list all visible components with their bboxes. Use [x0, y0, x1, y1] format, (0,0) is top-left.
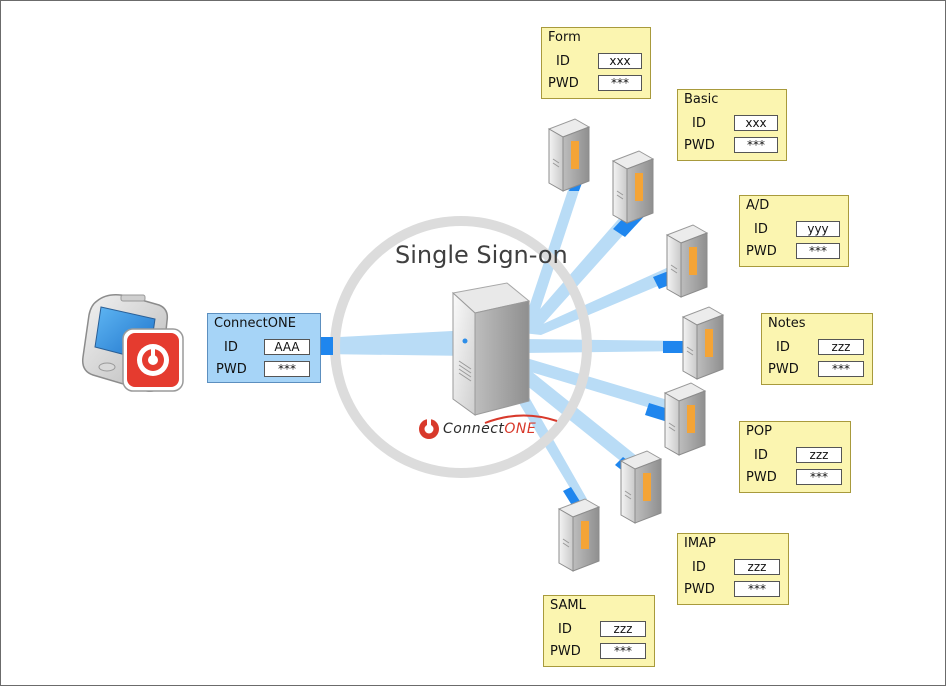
id-label: ID: [556, 54, 570, 69]
pwd-label: PWD: [216, 362, 247, 377]
pwd-label: PWD: [684, 138, 715, 153]
link-end-client-right: [319, 337, 333, 355]
hub-label: Single Sign-on: [395, 241, 568, 269]
server-saml-icon: [557, 498, 601, 572]
brand-accent: ONE: [504, 421, 537, 437]
credential-card-basic: Basic ID xxx PWD ***: [677, 89, 787, 161]
connectone-logo-icon: [419, 414, 558, 439]
server-form-icon: [547, 118, 591, 192]
pwd-value: ***: [796, 243, 840, 259]
id-label: ID: [558, 622, 572, 637]
server-notes-icon: [681, 306, 725, 380]
server-basic-icon: [611, 150, 655, 224]
hub-brand-text: ConnectONE: [443, 421, 536, 437]
client-credential-card: ConnectONE ID AAA PWD ***: [207, 313, 321, 383]
pwd-label: PWD: [684, 582, 715, 597]
sso-ring: [330, 216, 592, 478]
credential-card-pop: POP ID zzz PWD ***: [739, 421, 851, 493]
server-ad-icon: [665, 224, 709, 298]
pwd-value: ***: [598, 75, 642, 91]
id-value: zzz: [600, 621, 646, 637]
id-value: yyy: [796, 221, 840, 237]
id-value: xxx: [734, 115, 778, 131]
credential-card-title: A/D: [746, 198, 770, 213]
link-hub-imap: [511, 363, 643, 471]
link-hub-notes: [523, 339, 689, 353]
credential-card-title: Form: [548, 30, 581, 45]
id-value: xxx: [598, 53, 642, 69]
credential-card-form: Form ID xxx PWD ***: [541, 27, 651, 99]
pwd-label: PWD: [550, 644, 581, 659]
link-end-notes: [663, 341, 689, 353]
id-value: zzz: [818, 339, 864, 355]
pwd-value: ***: [600, 643, 646, 659]
credential-card-title: SAML: [550, 598, 586, 613]
hub-server: [451, 282, 531, 416]
id-value: zzz: [796, 447, 842, 463]
pwd-value: ***: [818, 361, 864, 377]
id-value: zzz: [734, 559, 780, 575]
credential-card-imap: IMAP ID zzz PWD ***: [677, 533, 789, 605]
link-hub-pop: [521, 357, 671, 413]
server-imap-icon: [619, 450, 663, 524]
brand-main: Connect: [443, 421, 505, 437]
pwd-label: PWD: [768, 362, 799, 377]
pwd-label: PWD: [548, 76, 579, 91]
pwd-value: ***: [264, 361, 310, 377]
id-value: AAA: [264, 339, 310, 355]
pwd-value: ***: [734, 581, 780, 597]
credential-card-title: Notes: [768, 316, 806, 331]
credential-card-ad: A/D ID yyy PWD ***: [739, 195, 849, 267]
pwd-value: ***: [796, 469, 842, 485]
credential-card-title: ConnectONE: [214, 316, 296, 331]
server-pop-icon: [663, 382, 707, 456]
id-label: ID: [224, 340, 238, 355]
pwd-label: PWD: [746, 244, 777, 259]
link-hub-ad: [523, 266, 677, 335]
service-servers: [547, 118, 725, 572]
credential-card-title: IMAP: [684, 536, 716, 551]
credential-card-title: POP: [746, 424, 772, 439]
id-label: ID: [692, 560, 706, 575]
id-label: ID: [754, 222, 768, 237]
credential-card-title: Basic: [684, 92, 719, 107]
link-client-hub: [321, 330, 471, 356]
id-label: ID: [754, 448, 768, 463]
credential-card-notes: Notes ID zzz PWD ***: [761, 313, 873, 385]
mobile-device-icon: [81, 294, 184, 392]
id-label: ID: [692, 116, 706, 131]
id-label: ID: [776, 340, 790, 355]
pwd-label: PWD: [746, 470, 777, 485]
link-hub-basic: [521, 207, 641, 331]
credential-card-saml: SAML ID zzz PWD ***: [543, 595, 655, 667]
pwd-value: ***: [734, 137, 778, 153]
